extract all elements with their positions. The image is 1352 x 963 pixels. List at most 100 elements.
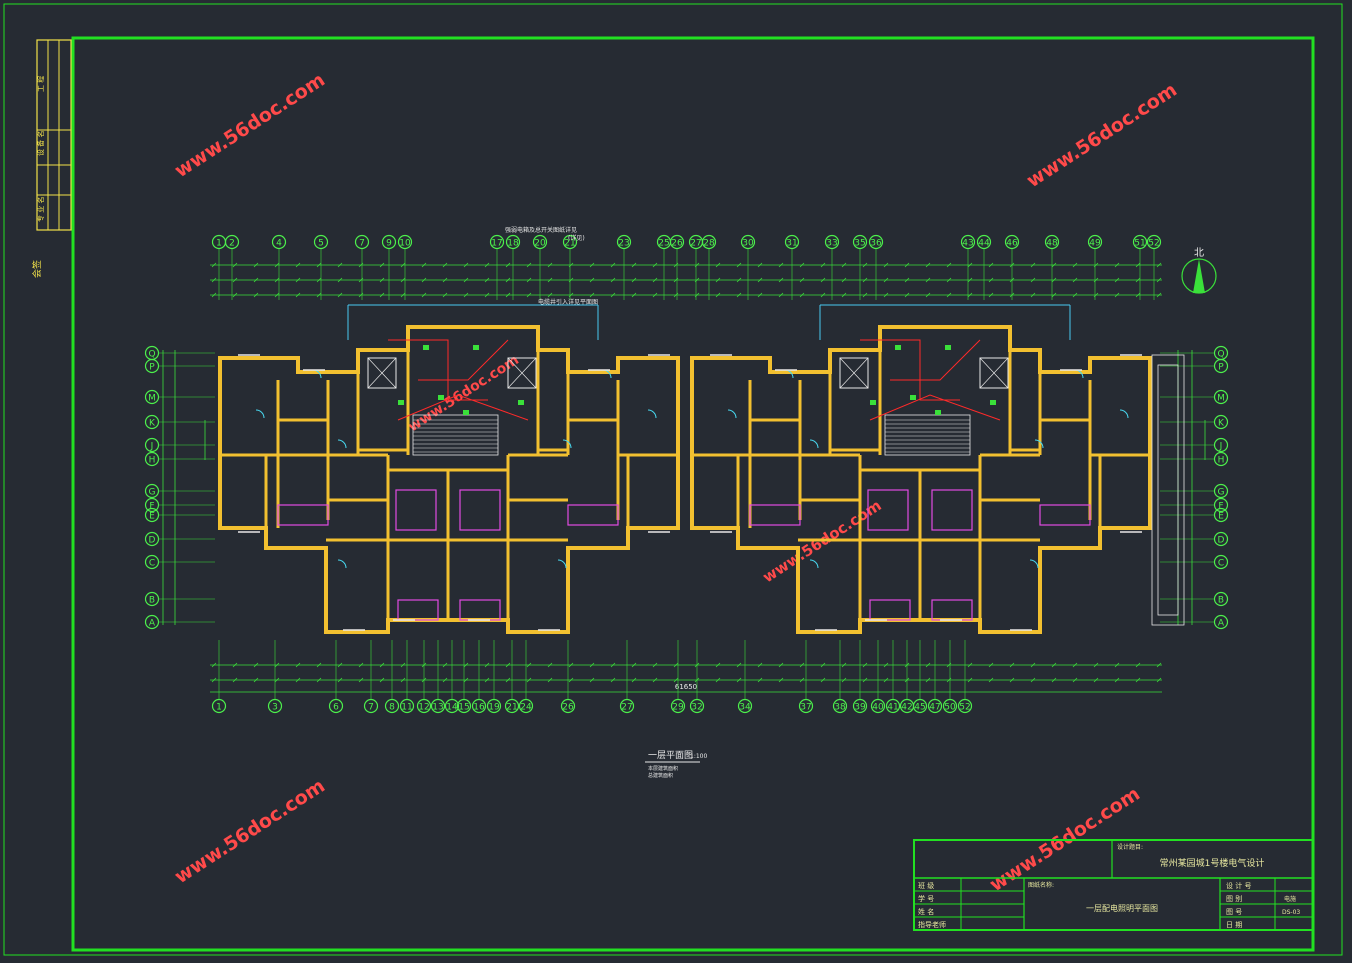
axis-top-bubble [532,234,548,250]
dim-tick [505,277,511,283]
drawing-subnote-2: 总建筑面积 [648,772,673,779]
strip-label-countersign: 会签 [31,260,43,278]
dim-tick [295,277,301,283]
axis-right-bubble [1213,497,1229,513]
partition [397,599,439,621]
dim-tick [946,277,952,283]
axis-bottom-label: 26 [562,703,574,713]
axis-top-label: 18 [507,239,519,249]
electric-fixture [945,345,951,350]
axis-top-bubble [960,234,976,250]
dim-tick [988,262,994,268]
axis-left-label: G [149,488,156,498]
dim-tick [1135,292,1141,298]
axis-left-bubble [144,531,160,547]
door-swing [562,439,572,449]
dim-tick [820,262,826,268]
top-note-3: (详见) [568,234,585,242]
row-design-no: 设 计 号 [1226,881,1251,890]
dim-tick [253,262,259,268]
axis-left-label: M [148,394,156,404]
watermark-group: www.56doc.com www.56doc.com www.56doc.co… [171,69,1181,896]
dim-tick [316,262,322,268]
door-swing [809,439,819,449]
elevator-shaft [507,357,537,389]
dim-tick [484,292,490,298]
partition [931,489,973,531]
axis-top-label: 20 [534,239,546,249]
axis-bottom-label: 21 [506,703,517,713]
axis-right-label: H [1218,456,1225,466]
axis-top-bubble [224,234,240,250]
dim-tick [1114,277,1120,283]
axis-top-bubble [562,234,578,250]
stair-well [412,414,499,456]
dim-tick [1030,277,1036,283]
axis-top-label: 51 [1134,239,1145,249]
axis-left-label: J [150,442,154,452]
drawing-scale: 1:100 [690,753,707,760]
axis-bottom-label: 13 [432,703,443,713]
watermark-top-right: www.56doc.com [1023,79,1181,192]
dim-tick [778,277,784,283]
drawing-title: 一层平面图 [648,750,693,761]
axis-top-bubble [354,234,370,250]
dim-tick [358,262,364,268]
axis-right-bubble [1213,358,1229,374]
axis-top-bubble [784,234,800,250]
dim-tick [400,292,406,298]
dim-tick [526,262,532,268]
dim-tick [400,277,406,283]
axis-right-label: B [1218,596,1224,606]
axis-top-bubble [1146,234,1162,250]
electric-fixture [463,410,469,415]
axis-bottom-label: 34 [739,703,751,713]
dim-tick [736,292,742,298]
axis-bottom-label: 19 [488,703,500,713]
axis-bottom-bubble [456,698,472,714]
top-note-1: 强弱电箱及总开关图纸详见 [505,226,577,234]
dim-tick [778,292,784,298]
project-title: 常州某园城1号楼电气设计 [1160,857,1265,869]
axis-top-label: 31 [786,239,797,249]
axis-left-label: P [149,363,155,373]
dim-tick [715,292,721,298]
axis-right-label: M [1217,394,1225,404]
partition [567,504,619,526]
axis-bottom-bubble [560,698,576,714]
dim-tick [547,262,553,268]
axis-bottom-bubble [267,698,283,714]
dim-tick [295,292,301,298]
electric-fixture [518,400,524,405]
electric-wiring [388,339,529,421]
axis-top-label: 30 [742,239,754,249]
drawing-name: 一层配电照明平面图 [1086,903,1158,913]
dim-tick [904,262,910,268]
north-label: 北 [1194,247,1204,259]
dim-tick [316,277,322,283]
axis-bottom-bubble [328,698,344,714]
axis-top-bubble [1132,234,1148,250]
axis-bottom-bubble [444,698,460,714]
strip-label-specialty: 专 业 名 [36,197,45,222]
dim-tick [1114,292,1120,298]
axis-right-bubble [1213,614,1229,630]
axis-right-label: C [1218,559,1224,569]
dim-tick [442,277,448,283]
dim-tick [379,262,385,268]
exterior-wall [218,325,680,634]
axis-bottom-label: 8 [389,703,395,713]
row-drawing-no: 图 号 [1226,908,1242,916]
axis-bottom-label: 40 [872,703,884,713]
dim-tick [400,262,406,268]
axis-bottom-bubble [798,698,814,714]
dim-tick [946,292,952,298]
dim-tick [1030,262,1036,268]
dim-tick [547,292,553,298]
axis-left-label: F [149,502,154,512]
drawing-subnote-1: 本层建筑面积 [648,765,678,772]
dim-tick [274,292,280,298]
axis-bottom-label: 6 [333,703,339,713]
